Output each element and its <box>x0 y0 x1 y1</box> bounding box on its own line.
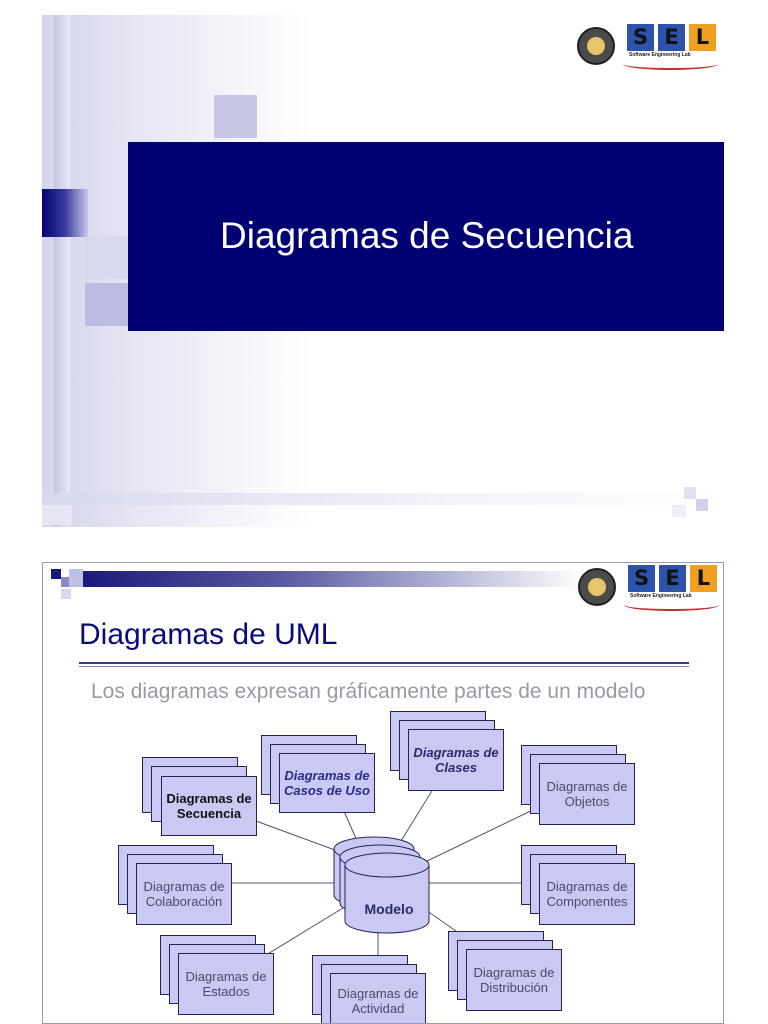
title-band <box>128 142 724 331</box>
decor-square <box>61 577 71 587</box>
bottom-bar <box>42 493 724 505</box>
diagram-secuencia: Diagramas de Secuencia <box>161 776 257 836</box>
diagram-estados: Diagramas de Estados <box>178 953 274 1015</box>
logo-subtitle: Software Engineering Lab <box>629 52 691 58</box>
decor-square <box>61 589 71 599</box>
title-slide: Diagramas de Secuencia S E L Software En… <box>42 15 724 527</box>
logo-letter-s: S <box>627 24 654 51</box>
decor-square <box>684 487 696 499</box>
connector-line <box>422 804 544 864</box>
decor-square <box>51 569 61 579</box>
diagram-objetos: Diagramas de Objetos <box>539 763 635 825</box>
decor-square <box>85 236 128 279</box>
uml-slide: S E L Software Engineering Lab Diagramas… <box>42 562 724 1024</box>
dark-accent-block <box>42 189 88 237</box>
diagram-componentes: Diagramas de Componentes <box>539 863 635 925</box>
modelo-database-icon <box>333 836 430 934</box>
logo-subtitle: Software Engineering Lab <box>630 593 692 599</box>
university-seal-icon <box>577 27 615 65</box>
sel-logo: S E L Software Engineering Lab <box>578 563 723 616</box>
diagram-clases: Diagramas de Clases <box>408 729 504 791</box>
logo-letter-l: L <box>689 24 716 51</box>
decor-square <box>696 499 708 511</box>
title-underline-thin <box>79 666 689 667</box>
diagram-distribucion: Diagramas de Distribución <box>466 949 562 1011</box>
connector-line <box>400 780 439 842</box>
diagram-actividad: Diagramas de Actividad <box>330 973 426 1023</box>
decor-square <box>214 95 257 138</box>
logo-letter-e: E <box>659 565 686 592</box>
top-bar <box>83 571 583 587</box>
decor-square <box>672 505 686 517</box>
decor-square <box>42 505 72 525</box>
university-seal-icon <box>578 568 616 606</box>
logo-letter-e: E <box>658 24 685 51</box>
logo-letter-s: S <box>628 565 655 592</box>
logo-swoosh <box>623 58 718 70</box>
logo-letter-l: L <box>690 565 717 592</box>
slide-title: Diagramas de Secuencia <box>220 215 634 256</box>
sel-logo: S E L Software Engineering Lab <box>577 20 722 75</box>
title-underline <box>79 662 689 664</box>
vertical-accent-bar <box>54 15 70 527</box>
connector-line <box>342 808 359 844</box>
decor-square <box>69 569 83 587</box>
diagram-colaboracion: Diagramas de Colaboración <box>136 863 232 925</box>
modelo-label: Modelo <box>364 901 414 917</box>
diagram-casos-de-uso: Diagramas de Casos de Uso <box>279 753 375 813</box>
slide-title: Diagramas de UML <box>79 618 338 651</box>
slide-subtitle: Los diagramas expresan gráficamente part… <box>91 680 646 703</box>
connector-line <box>255 820 344 854</box>
logo-swoosh <box>624 599 719 611</box>
decor-square <box>85 283 128 326</box>
